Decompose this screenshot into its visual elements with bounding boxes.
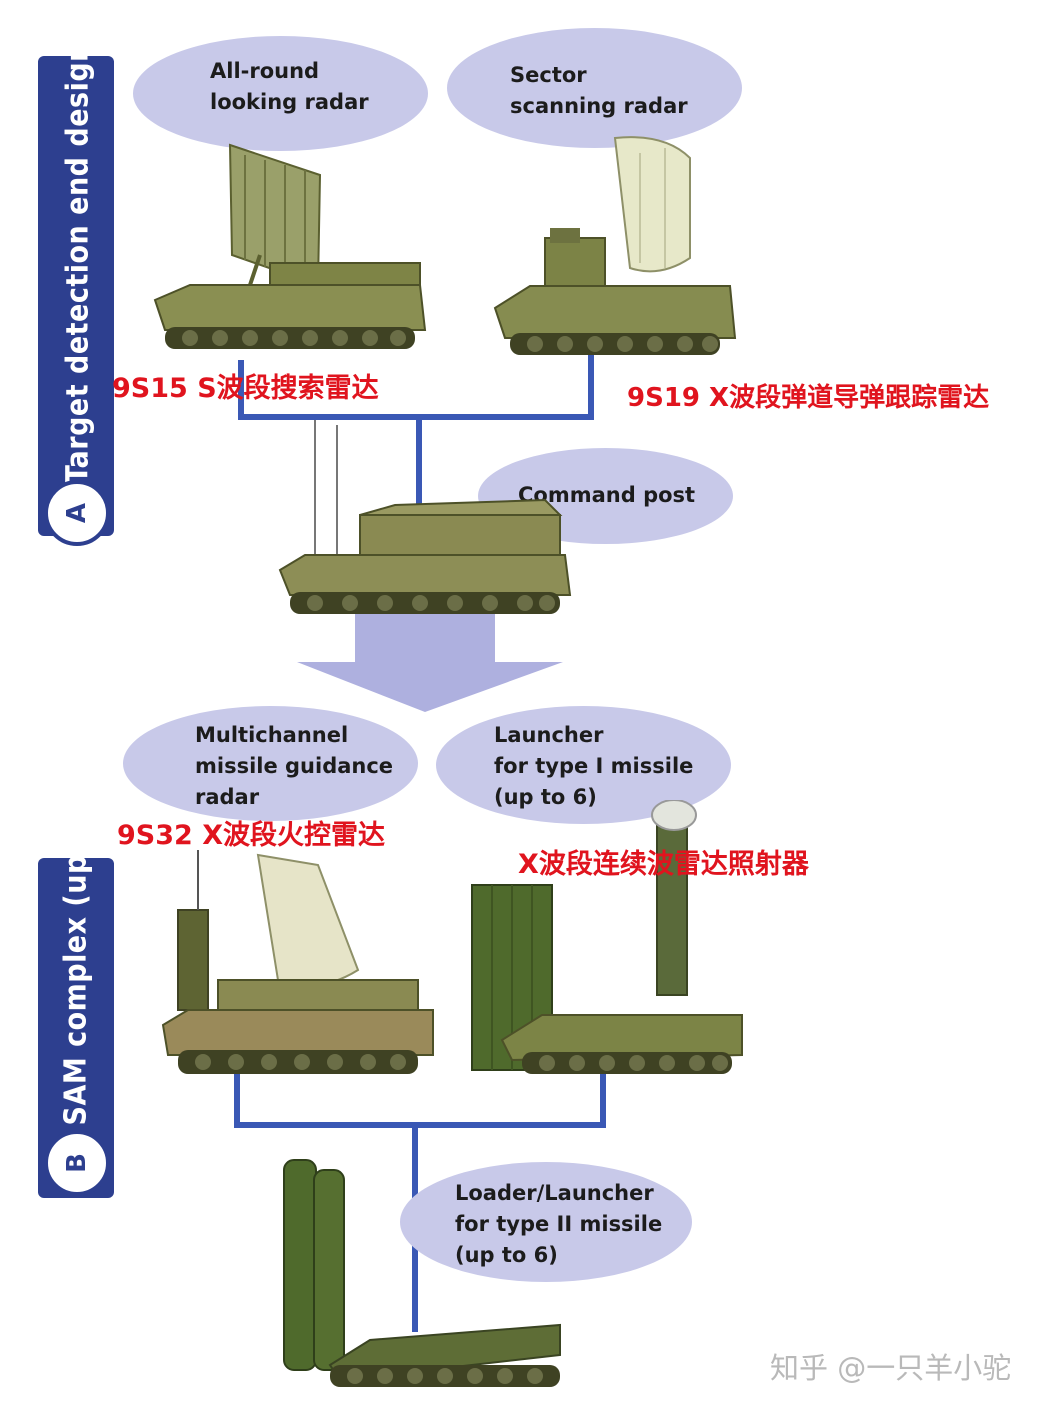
section-b-letter: B	[62, 1153, 92, 1173]
label-command-post: Command post	[518, 483, 696, 507]
vehicle-9s32-radar	[161, 850, 434, 1074]
bubble-sector-radar	[447, 28, 742, 148]
section-b-title: SAM complex (up to4)	[58, 779, 94, 1126]
label-launcher-type1: Launcher for type I missile (up to 6)	[494, 723, 694, 809]
section-a-badge: A	[44, 480, 110, 546]
connector-right-launcher	[600, 1074, 606, 1128]
annotation-illuminator: X波段连续波雷达照射器	[518, 849, 809, 880]
label-sector-radar: Sector scanning radar	[510, 63, 688, 118]
connector-left-guidance	[234, 1074, 240, 1128]
label-loader-launcher: Loader/Launcher for type II missile (up …	[455, 1181, 663, 1267]
vehicle-loader-launcher	[283, 1159, 561, 1387]
connector-right-radar	[588, 350, 594, 420]
annotation-9s19: 9S19 X波段弹道导弹跟踪雷达	[627, 383, 990, 413]
section-a-title: Target detection end designation post	[60, 0, 96, 484]
annotation-9s32: 9S32 X波段火控雷达	[117, 820, 386, 851]
section-a-letter: A	[62, 502, 92, 524]
annotation-9s15: 9S15 S波段搜索雷达	[112, 373, 379, 404]
bubble-loader-launcher	[400, 1162, 692, 1282]
flow-down-arrow	[297, 608, 563, 712]
label-all-round-radar: All-round looking radar	[210, 59, 369, 114]
vehicle-9s19-radar	[493, 136, 737, 355]
bubble-multichannel-radar	[123, 706, 418, 821]
vehicle-launcher-type1	[471, 800, 743, 1074]
vehicle-command-post	[278, 420, 572, 614]
watermark: 知乎 @一只羊小驼	[770, 1351, 1012, 1385]
vehicle-9s15-radar	[153, 143, 427, 349]
connector-left-radar	[238, 360, 244, 420]
section-b-badge: B	[44, 1130, 110, 1196]
section-a-band	[38, 56, 114, 536]
connector-bottom-horizontal	[234, 1122, 606, 1128]
label-multichannel-radar: Multichannel missile guidance radar	[195, 723, 394, 809]
bubble-all-round-radar	[133, 36, 428, 151]
connector-to-command	[416, 414, 422, 524]
